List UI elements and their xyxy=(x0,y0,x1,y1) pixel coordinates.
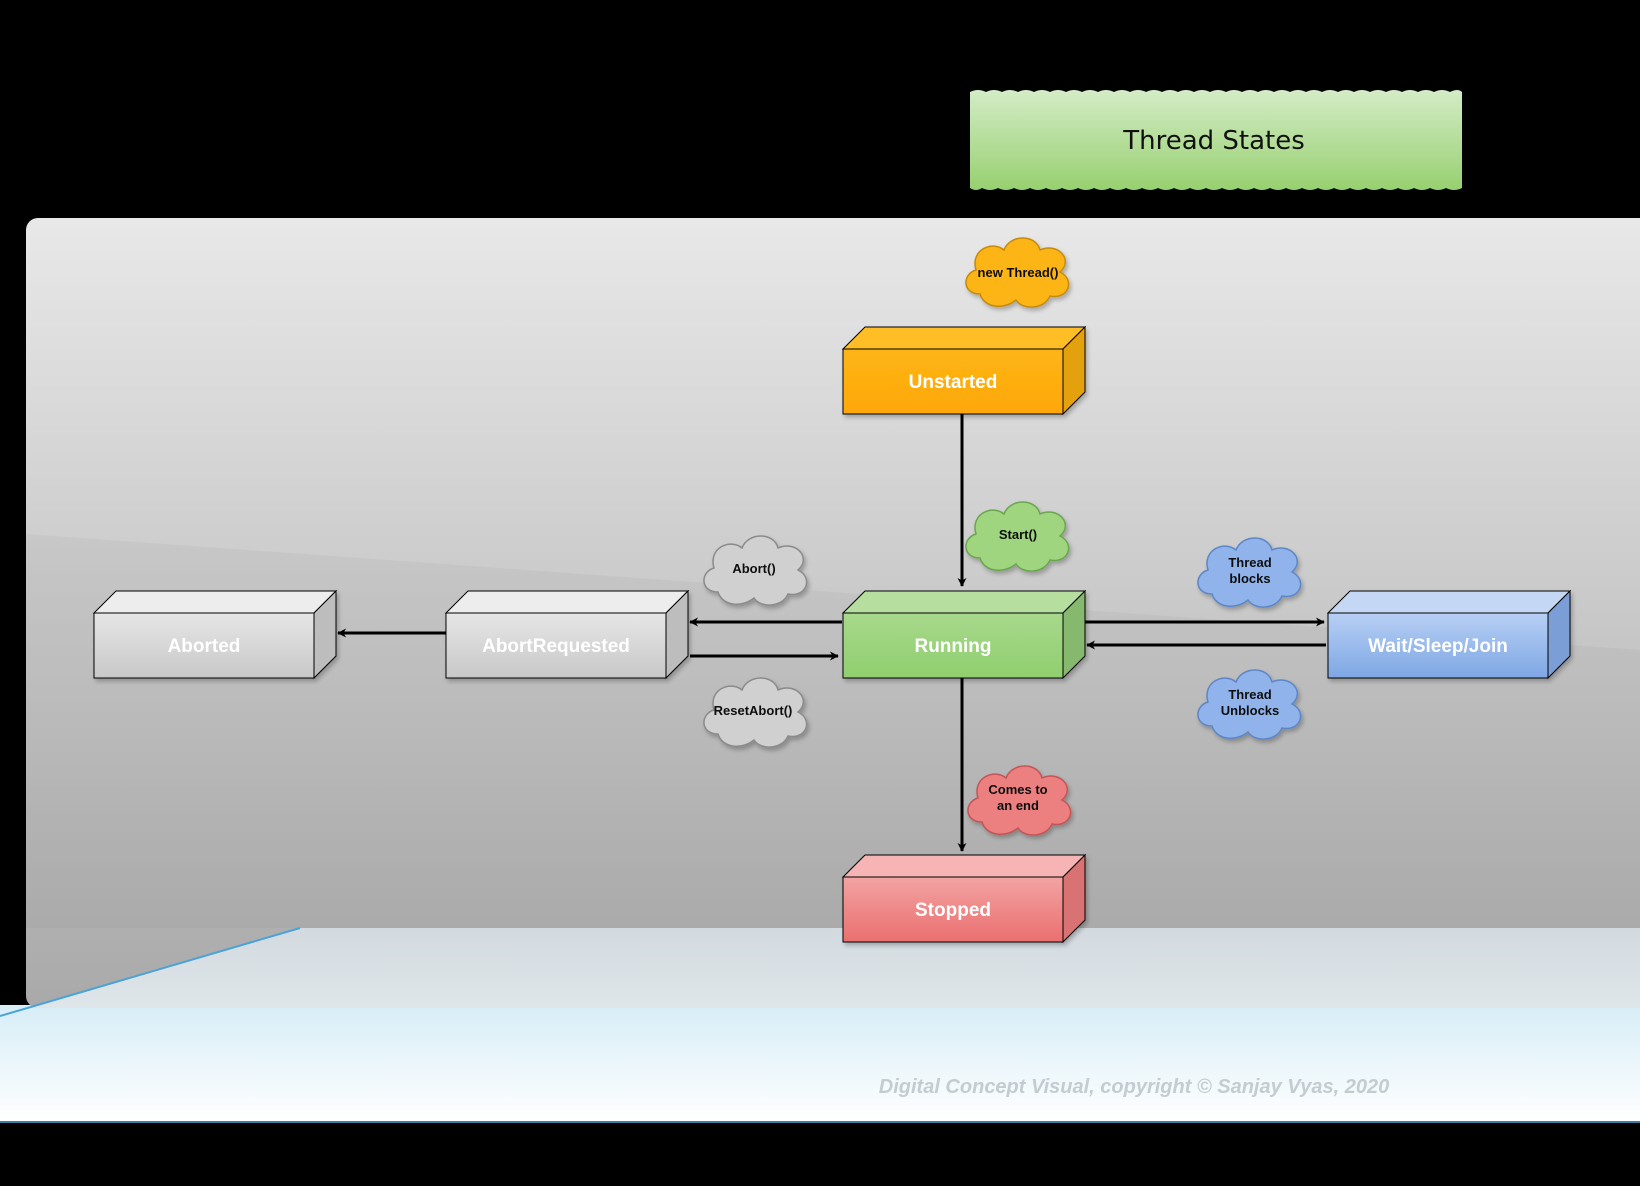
box-front-face xyxy=(93,612,315,679)
cloud-reset-abort: ResetAbort() xyxy=(703,677,808,748)
cloud-shape xyxy=(965,501,1070,572)
state-unstarted[interactable]: Unstarted xyxy=(841,325,1087,416)
cloud-label-line1: Comes to xyxy=(988,782,1047,797)
state-wait-sleep-join[interactable]: Wait/Sleep/Join xyxy=(1326,589,1572,680)
cloud-new-thread: new Thread() xyxy=(965,237,1070,308)
state-abort-requested[interactable]: AbortRequested xyxy=(444,589,690,680)
cloud-shape xyxy=(703,677,808,748)
state-aborted[interactable]: Aborted xyxy=(92,589,338,680)
state-label: Unstarted xyxy=(909,372,998,393)
cloud-thread-blocks: Thread blocks xyxy=(1197,537,1302,608)
cloud-label-line1: Thread xyxy=(1228,687,1271,702)
box-front-face xyxy=(445,612,667,679)
title-banner-shape xyxy=(970,90,1462,190)
box-top-face xyxy=(841,854,1087,878)
cloud-start: Start() xyxy=(965,501,1070,572)
box-top-face xyxy=(92,590,338,614)
diagram-title: Thread States xyxy=(1122,126,1305,156)
floor-plane xyxy=(26,928,1640,1008)
title-banner: Thread States xyxy=(970,90,1462,190)
floor-edge xyxy=(0,927,301,1017)
cloud-shape xyxy=(1197,537,1302,608)
box-front-face xyxy=(842,348,1064,415)
cloud-shape xyxy=(703,535,808,606)
cloud-label: Start() xyxy=(999,527,1037,542)
state-label: Running xyxy=(914,636,991,657)
cloud-label-line2: blocks xyxy=(1229,571,1270,586)
cloud-label: ResetAbort() xyxy=(714,703,793,718)
cloud-label-line1: Thread xyxy=(1228,555,1271,570)
box-top-face xyxy=(841,590,1087,614)
state-label: Stopped xyxy=(915,900,991,921)
cloud-label: Abort() xyxy=(732,561,775,576)
cloud-shape xyxy=(967,765,1072,836)
state-running[interactable]: Running xyxy=(841,589,1087,680)
cloud-label: new Thread() xyxy=(978,265,1059,280)
box-front-face xyxy=(1327,612,1549,679)
cloud-comes-to-end: Comes to an end xyxy=(967,765,1072,836)
cloud-abort: Abort() xyxy=(703,535,808,606)
state-label: Aborted xyxy=(168,636,241,657)
cloud-shape xyxy=(1197,669,1302,740)
state-stopped[interactable]: Stopped xyxy=(841,853,1087,944)
cloud-label-line2: an end xyxy=(997,798,1039,813)
cloud-label-line2: Unblocks xyxy=(1221,703,1280,718)
cloud-shape xyxy=(965,237,1070,308)
box-front-face xyxy=(842,876,1064,943)
cloud-thread-unblocks: Thread Unblocks xyxy=(1197,669,1302,740)
state-label: AbortRequested xyxy=(482,636,630,657)
box-top-face xyxy=(1326,590,1572,614)
state-label: Wait/Sleep/Join xyxy=(1368,636,1508,657)
transition-arrows xyxy=(337,414,1326,852)
box-front-face xyxy=(842,612,1064,679)
box-top-face xyxy=(841,326,1087,350)
copyright-credit: Digital Concept Visual, copyright © Sanj… xyxy=(879,1076,1389,1098)
lower-band xyxy=(0,1005,1640,1123)
box-top-face xyxy=(444,590,690,614)
